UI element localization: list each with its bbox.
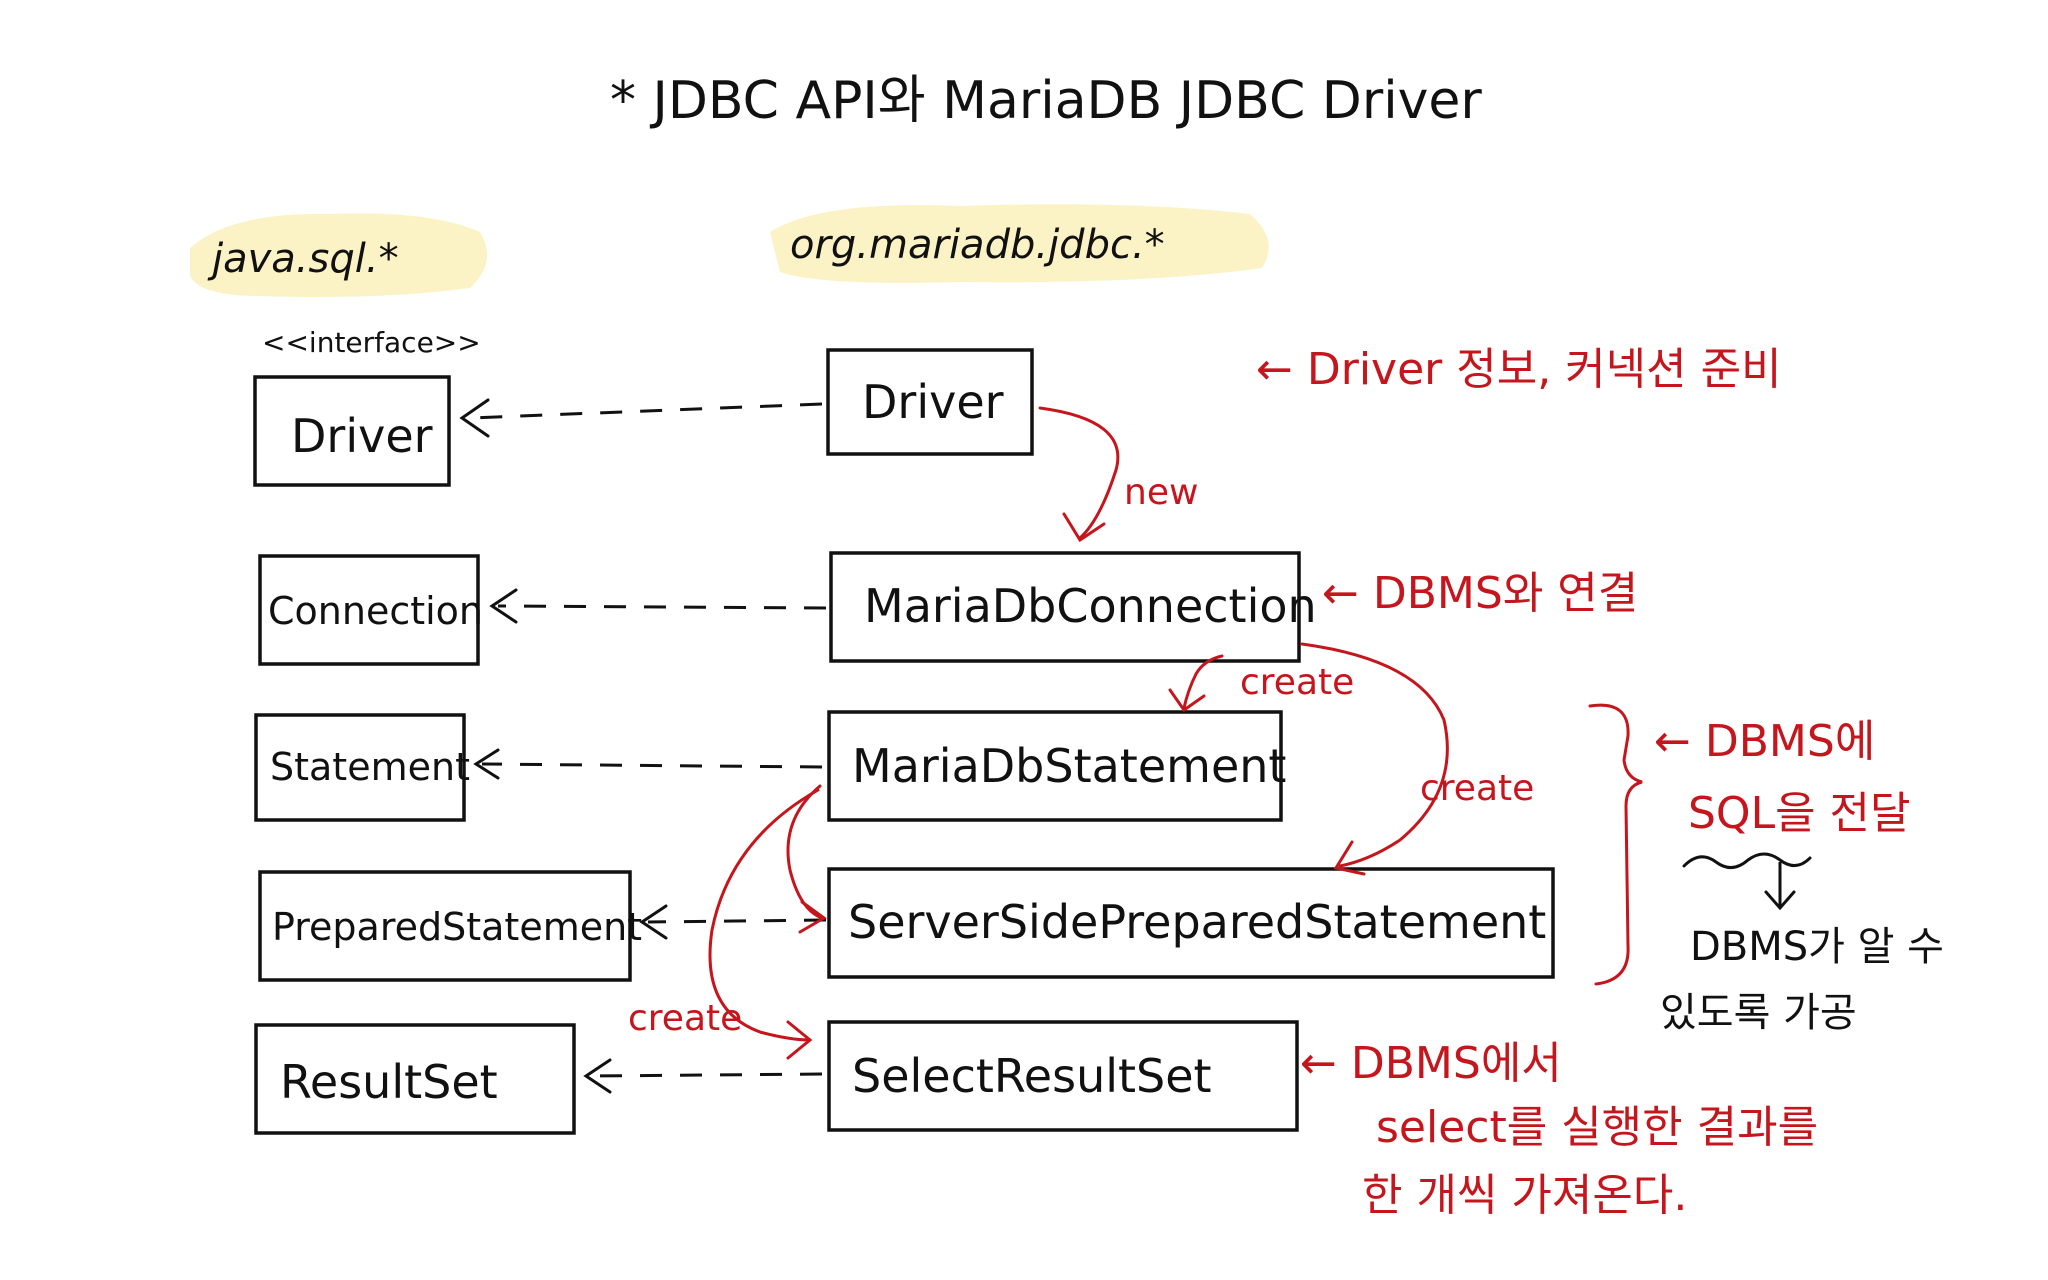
note-statement-sub-line1: DBMS가 알 수 — [1690, 924, 1944, 970]
label-statement-interface: Statement — [270, 745, 470, 789]
box-driver-interface — [253, 375, 451, 487]
note-resultset-line1: ← DBMS에서 — [1300, 1038, 1562, 1089]
implements-driver — [459, 398, 823, 438]
brace-statements — [1588, 703, 1643, 986]
box-resultset-interface — [254, 1023, 576, 1135]
label-create-resultset: create — [628, 998, 742, 1039]
arrow-driver-new-connection — [1038, 406, 1120, 543]
box-preparedstatement-interface — [258, 870, 632, 982]
box-connection-interface — [258, 554, 480, 666]
implements-statement — [473, 748, 823, 780]
label-driver-impl: Driver — [862, 375, 1004, 429]
label-create-prepared: create — [1420, 768, 1534, 809]
implements-connection — [489, 588, 827, 624]
box-selectresultset — [827, 1020, 1299, 1132]
arrow-statement-create-resultset — [708, 788, 820, 1060]
box-mariadbconnection — [829, 551, 1301, 663]
implements-preparedstatement — [639, 904, 827, 940]
label-mariadbconnection: MariaDbConnection — [864, 579, 1317, 633]
label-mariadbstatement: MariaDbStatement — [852, 739, 1286, 793]
label-driver-interface: Driver — [291, 409, 433, 463]
arrow-connection-create-statement — [1168, 654, 1224, 713]
implements-resultset — [583, 1058, 823, 1094]
highlight-org-mariadb — [770, 204, 1269, 283]
arrow-statement-create-prepared — [786, 784, 827, 934]
label-serversidepreparedstatement: ServerSidePreparedStatement — [848, 895, 1546, 949]
package-org-mariadb: org.mariadb.jdbc.* — [790, 222, 1165, 268]
note-resultset-line3: 한 개씩 가져온다. — [1362, 1170, 1687, 1221]
box-mariadbstatement — [827, 710, 1283, 822]
package-java-sql: java.sql.* — [207, 236, 399, 282]
diagram-title: * JDBC API와 MariaDB JDBC Driver — [610, 71, 1482, 131]
box-statement-interface — [254, 713, 466, 822]
label-preparedstatement-interface: PreparedStatement — [272, 905, 642, 949]
highlight-java-sql — [190, 213, 488, 297]
note-driver: ← Driver 정보, 커넥션 준비 — [1256, 344, 1782, 395]
label-new: new — [1124, 472, 1198, 513]
label-resultset-interface: ResultSet — [280, 1055, 498, 1109]
note-statement-line2: SQL을 전달 — [1688, 788, 1911, 839]
note-statement-line1: ← DBMS에 — [1654, 716, 1875, 767]
box-driver-impl — [826, 348, 1034, 456]
label-connection-interface: Connection — [268, 589, 483, 633]
label-create-statement: create — [1240, 662, 1354, 703]
label-selectresultset: SelectResultSet — [852, 1049, 1212, 1103]
box-serversidepreparedstatement — [827, 867, 1555, 979]
note-connection: ← DBMS와 연결 — [1322, 568, 1638, 619]
note-statement-sub-line2: 있도록 가공 — [1660, 990, 1857, 1036]
arrow-connection-create-prepared — [1300, 642, 1449, 876]
interface-stereotype: <<interface>> — [262, 326, 481, 359]
note-squiggle-arrow — [1682, 852, 1812, 911]
note-resultset-line2: select를 실행한 결과를 — [1376, 1102, 1818, 1153]
